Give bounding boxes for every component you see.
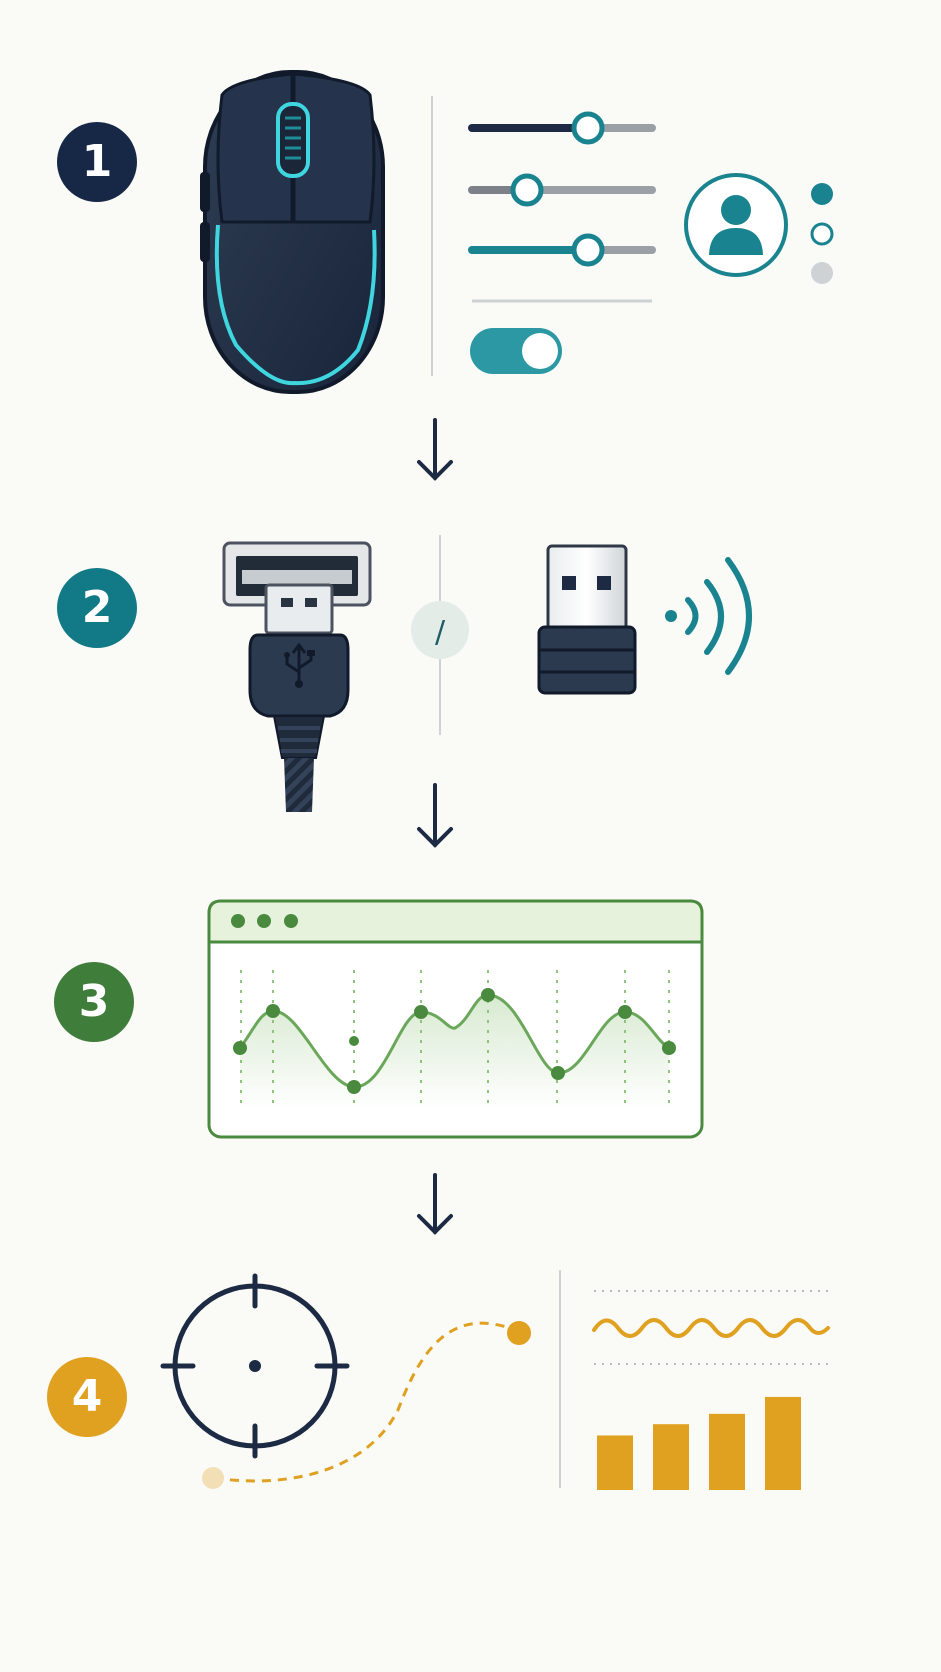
or-separator-text: / xyxy=(435,615,446,650)
flow-arrow-1-icon xyxy=(417,418,453,481)
bar-1 xyxy=(597,1435,633,1490)
sensor-waveform-icon xyxy=(233,970,676,1110)
step-3-badge: 3 xyxy=(54,962,134,1042)
wireless-signal-icon xyxy=(665,557,752,675)
step-2-number: 2 xyxy=(81,582,113,633)
bar-chart-icon xyxy=(597,1396,801,1490)
toggle-switch-icon xyxy=(470,328,562,374)
flow-arrow-3-icon xyxy=(417,1173,453,1235)
crosshair-icon xyxy=(160,1273,350,1459)
profile-selector-dots-icon xyxy=(810,183,834,284)
step-1-number: 1 xyxy=(81,136,113,187)
step-2-badge: 2 xyxy=(57,568,137,648)
settings-sliders-icon xyxy=(468,111,656,267)
bar-2 xyxy=(653,1424,689,1490)
usb-cable-icon xyxy=(248,583,350,812)
or-separator: / xyxy=(411,601,469,659)
step-3-number: 3 xyxy=(78,976,110,1027)
bar-4 xyxy=(765,1396,801,1490)
wireless-dongle-icon xyxy=(537,544,637,695)
bar-3 xyxy=(709,1413,745,1490)
mouse-icon xyxy=(200,70,385,394)
user-profile-icon xyxy=(684,173,788,277)
flow-arrow-2-icon xyxy=(417,783,453,848)
tracking-path-icon xyxy=(202,1321,531,1489)
step-4-badge: 4 xyxy=(47,1357,127,1437)
step-4-number: 4 xyxy=(71,1371,103,1422)
step-1-badge: 1 xyxy=(57,122,137,202)
wave-signal-icon xyxy=(592,1290,830,1365)
